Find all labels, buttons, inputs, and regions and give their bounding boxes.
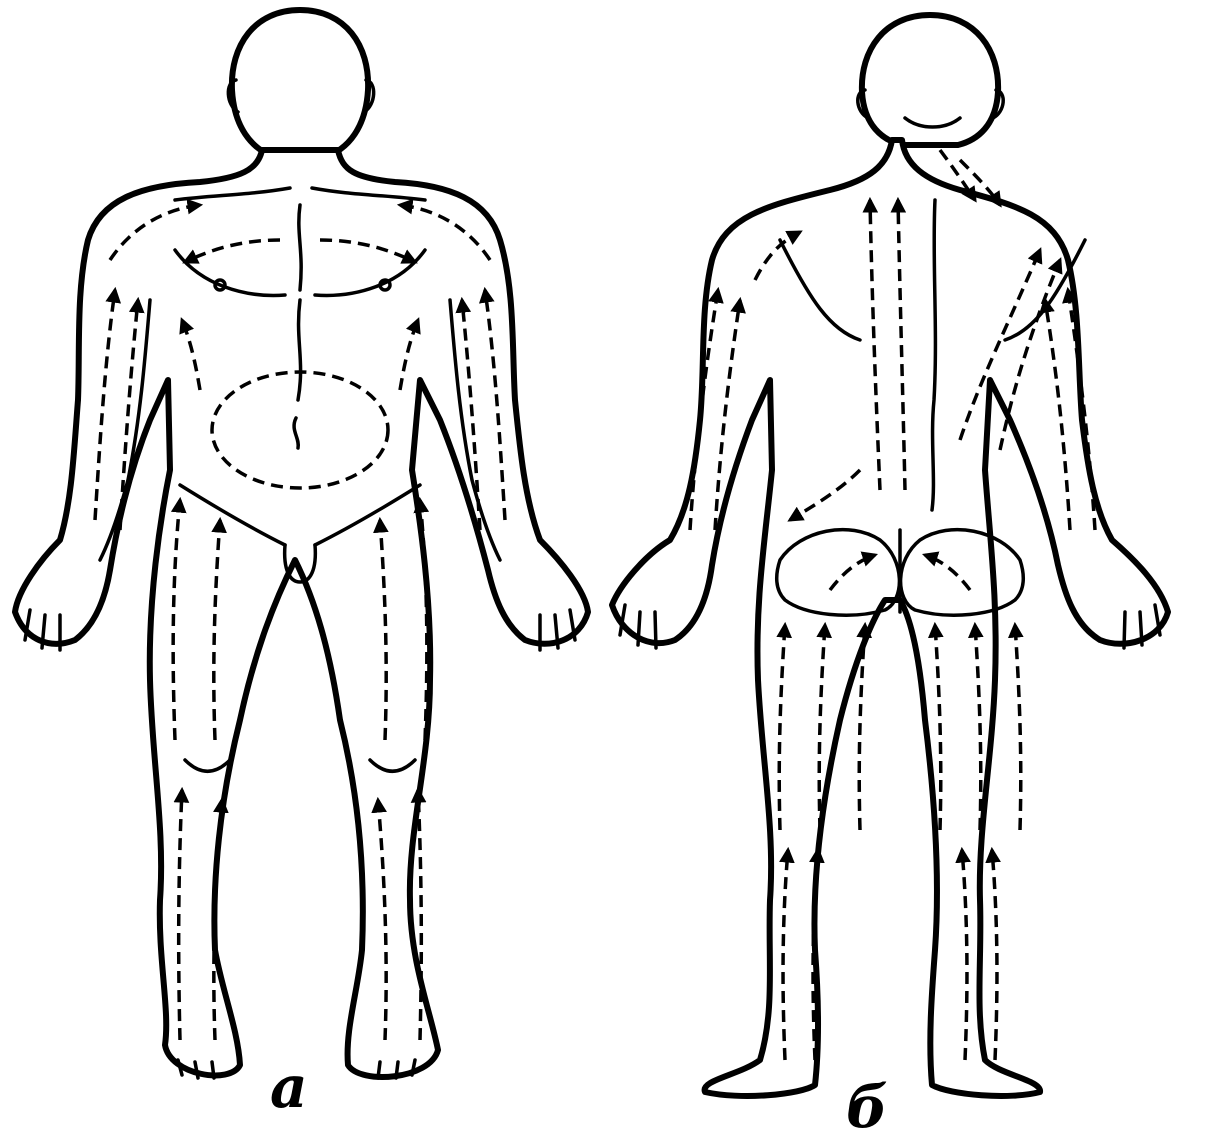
front-figure bbox=[15, 10, 588, 1078]
front-sternum bbox=[299, 205, 301, 290]
panel-label-a: а bbox=[270, 1058, 308, 1116]
front-head bbox=[232, 10, 368, 158]
front-abs-line bbox=[298, 300, 301, 400]
back-body-outline bbox=[612, 140, 1168, 1096]
panel-label-b: б bbox=[846, 1078, 888, 1136]
back-figure bbox=[612, 15, 1168, 1096]
